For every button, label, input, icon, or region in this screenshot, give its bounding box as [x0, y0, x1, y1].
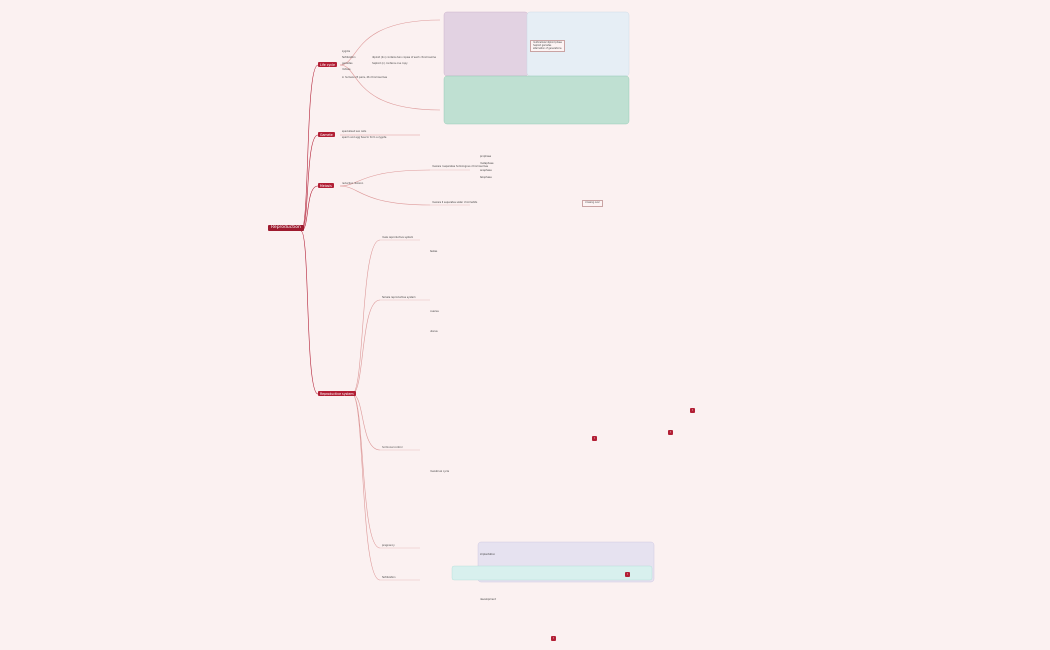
meiosis-note: meiosis I separates homologous chromosom… — [432, 165, 489, 168]
box-line: haploid gametes — [533, 43, 552, 47]
highlight-tag: ! — [592, 436, 598, 442]
repro-note: testes — [430, 250, 438, 253]
highlight-tag: ! — [625, 572, 631, 578]
branch-reproductive-system[interactable]: Reproductive system — [318, 391, 356, 397]
meiosis-note: meiosis II separates sister chromatids — [432, 201, 478, 204]
meiosis-box: crossing over — [582, 200, 603, 207]
meiosis-note: telophase — [480, 176, 492, 179]
repro-note: hormonal control — [382, 446, 403, 449]
branch-meiosis[interactable]: Meiosis — [318, 183, 334, 189]
repro-note: uterus — [430, 330, 438, 333]
root-node[interactable]: Reproduction — [268, 225, 304, 232]
repro-note: ovaries — [430, 310, 439, 313]
life-cycle-note: mitosis — [342, 68, 351, 71]
repro-note: male reproductive system — [382, 236, 414, 239]
gamete-note: sperm and egg fuse to form a zygote — [342, 136, 387, 139]
life-cycle-note: gametes — [342, 62, 353, 65]
gamete-note: specialised sex cells — [342, 130, 367, 133]
branch-life-cycle[interactable]: Life cycle — [318, 62, 337, 68]
highlight-tag: ! — [668, 430, 674, 436]
meiosis-note: anaphase — [480, 169, 492, 172]
box-line: alternation of generations — [533, 46, 562, 50]
branch-gamete[interactable]: Gamete — [318, 132, 335, 138]
leaf-lines — [380, 169, 470, 581]
repro-note: menstrual cycle — [430, 470, 450, 473]
region-teal — [451, 565, 653, 581]
meiosis-note: metaphase — [480, 162, 494, 165]
meiosis-note: reduction division — [342, 182, 364, 185]
highlight-tag: ! — [551, 636, 557, 642]
life-cycle-note: haploid (n) contains one copy — [372, 62, 408, 65]
life-cycle-box: multicellular diploid phase haploid game… — [530, 40, 565, 53]
life-cycle-note: fertilization — [342, 56, 356, 59]
repro-note: pregnancy — [382, 544, 395, 547]
repro-note: female reproductive system — [382, 296, 416, 299]
life-cycle-note: diploid (2n) contains two copies of each… — [372, 56, 436, 59]
repro-note: fertilization — [382, 576, 396, 579]
region-green — [443, 75, 630, 125]
meiosis-note: prophase — [480, 155, 492, 158]
highlight-tag: ! — [690, 408, 696, 414]
box-line: multicellular diploid phase — [533, 41, 562, 44]
region-purple — [443, 11, 529, 77]
life-cycle-note: zygote — [342, 50, 351, 53]
repro-note: implantation — [480, 553, 496, 556]
life-cycle-note: in humans 23 pairs, 46 chromosomes — [342, 76, 388, 79]
repro-note: development — [480, 598, 496, 601]
